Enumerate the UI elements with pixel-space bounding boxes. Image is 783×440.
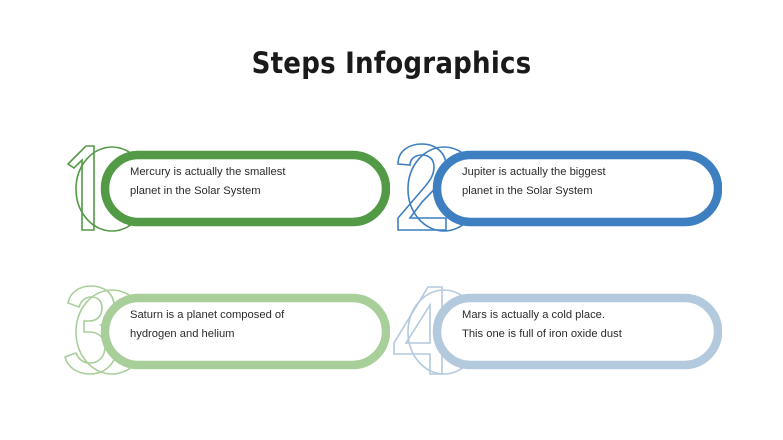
step-4-text: Mars is actually a cold place. This one … — [462, 306, 668, 344]
step-4-pill — [432, 293, 722, 370]
step-3-text-line-2: hydrogen and helium — [130, 328, 235, 340]
step-2-text: Jupiter is actually the biggest planet i… — [462, 163, 668, 201]
step-3-graphic — [64, 285, 390, 375]
step-4-text-line-2: This one is full of iron oxide dust — [462, 328, 622, 340]
step-3-pill — [100, 293, 390, 370]
step-3-text: Saturn is a planet composed of hydrogen … — [130, 306, 336, 344]
step-4-text-line-1: Mars is actually a cold place. — [462, 309, 606, 321]
step-2-graphic — [397, 143, 722, 232]
step-3-text-line-1: Saturn is a planet composed of — [130, 309, 285, 321]
step-1-graphic — [66, 145, 390, 232]
step-1-pill — [100, 150, 390, 227]
page-title: Steps Infographics — [251, 46, 532, 80]
step-2-text-line-2: planet in the Solar System — [462, 185, 593, 197]
step-1-text-line-1: Mercury is actually the smallest — [130, 166, 286, 178]
step-1-text-line-2: planet in the Solar System — [130, 185, 261, 197]
step-item-4[interactable]: Mars is actually a cold place. This one … — [392, 277, 722, 387]
step-2-text-line-1: Jupiter is actually the biggest — [462, 166, 606, 178]
step-1-text: Mercury is actually the smallest planet … — [130, 163, 336, 201]
step-4-graphic — [393, 286, 722, 375]
step-item-3[interactable]: Saturn is a planet composed of hydrogen … — [60, 277, 390, 387]
step-item-2[interactable]: Jupiter is actually the biggest planet i… — [392, 134, 722, 244]
step-2-pill — [432, 150, 722, 227]
step-item-1[interactable]: Mercury is actually the smallest planet … — [60, 134, 390, 244]
